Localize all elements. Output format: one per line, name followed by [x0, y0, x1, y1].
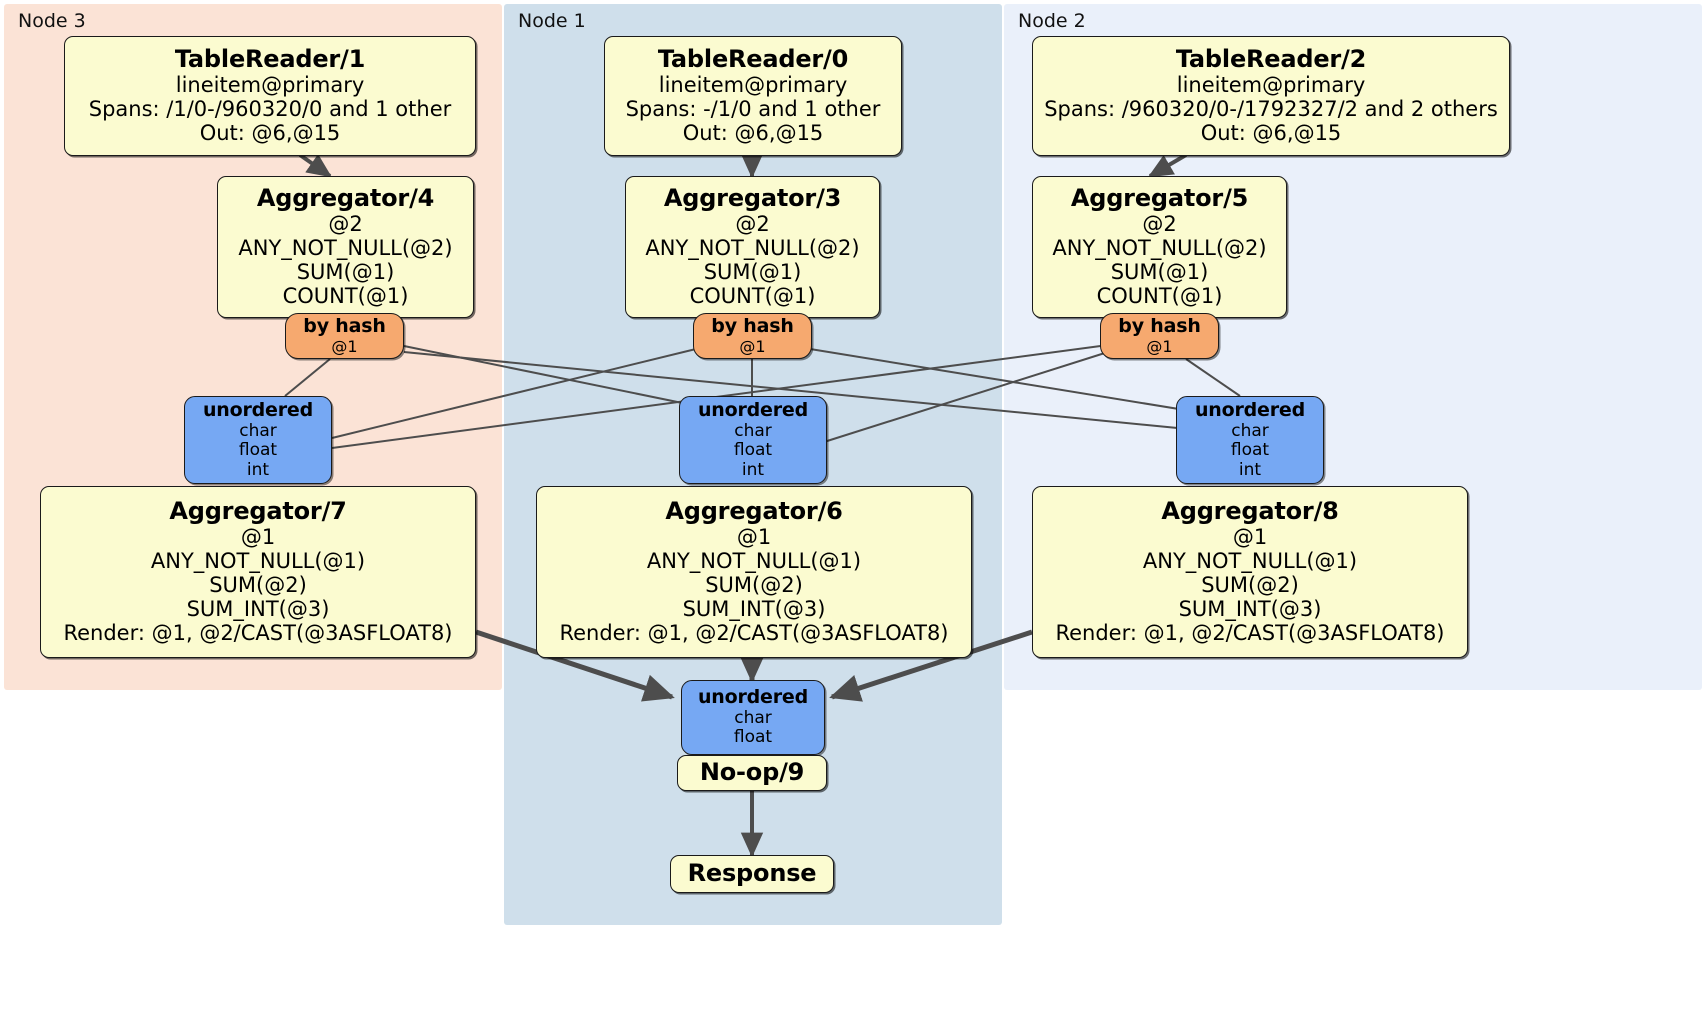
processor-no-op-9[interactable]: No-op/9 — [677, 755, 827, 791]
processor-group: @2 — [735, 211, 770, 236]
processor-response[interactable]: Response — [670, 855, 834, 893]
synchronizer-type-2: int — [1238, 459, 1262, 480]
processor-agg-1: SUM(@1) — [703, 259, 802, 284]
synchronizer-unordered-6[interactable]: unordered char float int — [679, 396, 827, 484]
synchronizer-title: unordered — [202, 399, 314, 422]
processor-aggregator-7[interactable]: Aggregator/7 @1 ANY_NOT_NULL(@1) SUM(@2)… — [40, 486, 476, 658]
router-title: by hash — [303, 315, 386, 338]
router-column: @1 — [1146, 336, 1173, 356]
processor-agg-1: SUM(@2) — [209, 572, 307, 597]
synchronizer-type-0: char — [1231, 420, 1269, 441]
synchronizer-type-1: float — [733, 727, 773, 748]
synchronizer-unordered-8[interactable]: unordered char float int — [1176, 396, 1324, 484]
processor-spans: Spans: /960320/0-/1792327/2 and 2 others — [1044, 96, 1498, 121]
processor-group: @1 — [736, 524, 772, 549]
processor-agg-1: SUM(@1) — [1110, 259, 1209, 284]
processor-group: @1 — [1232, 524, 1268, 549]
synchronizer-title: unordered — [697, 686, 809, 709]
processor-group: @1 — [240, 524, 276, 549]
processor-table: lineitem@primary — [1176, 72, 1366, 97]
processor-tablereader-2[interactable]: TableReader/2 lineitem@primary Spans: /9… — [1032, 36, 1510, 156]
processor-agg-0: ANY_NOT_NULL(@2) — [645, 235, 860, 260]
processor-agg-0: ANY_NOT_NULL(@1) — [1142, 548, 1358, 573]
synchronizer-type-1: float — [1230, 440, 1270, 461]
synchronizer-type-1: float — [238, 440, 278, 461]
node-panel-label-node1: Node 1 — [518, 10, 586, 32]
router-by-hash-3[interactable]: by hash @1 — [693, 313, 812, 359]
processor-group: @2 — [328, 211, 363, 236]
processor-aggregator-6[interactable]: Aggregator/6 @1 ANY_NOT_NULL(@1) SUM(@2)… — [536, 486, 972, 658]
processor-aggregator-3[interactable]: Aggregator/3 @2 ANY_NOT_NULL(@2) SUM(@1)… — [625, 176, 880, 318]
router-title: by hash — [1118, 315, 1201, 338]
processor-title: TableReader/2 — [1175, 45, 1367, 74]
synchronizer-title: unordered — [697, 399, 809, 422]
processor-spans: Spans: -/1/0 and 1 other — [625, 96, 881, 121]
processor-aggregator-5[interactable]: Aggregator/5 @2 ANY_NOT_NULL(@2) SUM(@1)… — [1032, 176, 1287, 318]
processor-title: No-op/9 — [699, 758, 805, 787]
synchronizer-type-2: int — [246, 459, 270, 480]
processor-title: Aggregator/6 — [665, 497, 843, 526]
synchronizer-type-1: float — [733, 440, 773, 461]
processor-agg-2: COUNT(@1) — [1096, 283, 1223, 308]
router-column: @1 — [331, 336, 358, 356]
processor-group: @2 — [1142, 211, 1177, 236]
processor-agg-2: SUM_INT(@3) — [1178, 596, 1322, 621]
processor-table: lineitem@primary — [175, 72, 365, 97]
synchronizer-type-0: char — [734, 707, 772, 728]
synchronizer-type-0: char — [734, 420, 772, 441]
processor-title: Aggregator/4 — [256, 184, 435, 213]
processor-agg-1: SUM(@2) — [705, 572, 803, 597]
processor-render: Render: @1, @2/CAST(@3ASFLOAT8) — [559, 620, 949, 645]
processor-agg-1: SUM(@1) — [296, 259, 395, 284]
processor-agg-0: ANY_NOT_NULL(@1) — [646, 548, 862, 573]
processor-out: Out: @6,@15 — [199, 120, 341, 145]
processor-agg-2: SUM_INT(@3) — [682, 596, 826, 621]
processor-agg-2: COUNT(@1) — [282, 283, 409, 308]
processor-agg-2: SUM_INT(@3) — [186, 596, 330, 621]
router-by-hash-5[interactable]: by hash @1 — [1100, 313, 1219, 359]
processor-out: Out: @6,@15 — [682, 120, 824, 145]
synchronizer-title: unordered — [1194, 399, 1306, 422]
processor-out: Out: @6,@15 — [1200, 120, 1342, 145]
processor-render: Render: @1, @2/CAST(@3ASFLOAT8) — [1055, 620, 1445, 645]
processor-title: Aggregator/3 — [663, 184, 842, 213]
synchronizer-unordered-7[interactable]: unordered char float int — [184, 396, 332, 484]
node-panel-label-node3: Node 3 — [18, 10, 86, 32]
processor-agg-1: SUM(@2) — [1201, 572, 1299, 597]
processor-aggregator-4[interactable]: Aggregator/4 @2 ANY_NOT_NULL(@2) SUM(@1)… — [217, 176, 474, 318]
processor-agg-0: ANY_NOT_NULL(@1) — [150, 548, 366, 573]
processor-agg-0: ANY_NOT_NULL(@2) — [1052, 235, 1267, 260]
processor-title: TableReader/1 — [174, 45, 366, 74]
synchronizer-unordered-final[interactable]: unordered char float — [681, 680, 825, 755]
router-column: @1 — [739, 336, 766, 356]
router-title: by hash — [711, 315, 794, 338]
processor-tablereader-0[interactable]: TableReader/0 lineitem@primary Spans: -/… — [604, 36, 902, 156]
node-panel-label-node2: Node 2 — [1018, 10, 1086, 32]
processor-agg-0: ANY_NOT_NULL(@2) — [238, 235, 453, 260]
processor-title: Aggregator/8 — [1161, 497, 1339, 526]
processor-title: Aggregator/5 — [1070, 184, 1249, 213]
router-by-hash-4[interactable]: by hash @1 — [285, 313, 404, 359]
processor-tablereader-1[interactable]: TableReader/1 lineitem@primary Spans: /1… — [64, 36, 476, 156]
processor-spans: Spans: /1/0-/960320/0 and 1 other — [88, 96, 452, 121]
processor-render: Render: @1, @2/CAST(@3ASFLOAT8) — [63, 620, 453, 645]
processor-title: TableReader/0 — [657, 45, 849, 74]
processor-title: Response — [687, 859, 817, 888]
processor-agg-2: COUNT(@1) — [689, 283, 816, 308]
synchronizer-type-0: char — [239, 420, 277, 441]
processor-table: lineitem@primary — [658, 72, 848, 97]
processor-aggregator-8[interactable]: Aggregator/8 @1 ANY_NOT_NULL(@1) SUM(@2)… — [1032, 486, 1468, 658]
processor-title: Aggregator/7 — [169, 497, 347, 526]
synchronizer-type-2: int — [741, 459, 765, 480]
